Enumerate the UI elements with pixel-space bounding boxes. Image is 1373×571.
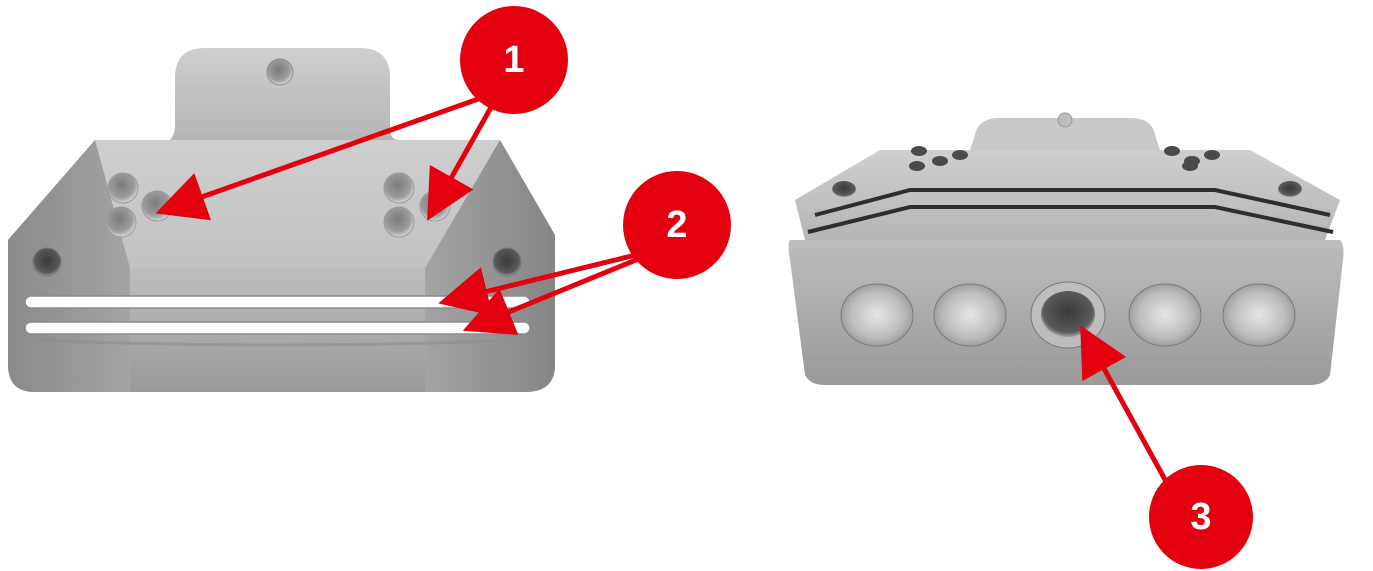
left-part-slot-shadow: [29, 338, 526, 347]
callout-number-2: 2: [666, 204, 687, 246]
callout-number-1: 1: [503, 39, 524, 81]
arrow-1b: [427, 93, 501, 221]
callout-arrows: [155, 89, 1171, 487]
arrow-1a: [155, 89, 499, 221]
callout-badge-1: 1: [460, 6, 568, 114]
right-part-groove-lower: [807, 205, 1334, 234]
right-part-top-surface: [795, 150, 1340, 240]
callout-number-3: 3: [1190, 496, 1211, 538]
right-part-groove-upper: [814, 188, 1331, 217]
arrow-2b: [462, 252, 649, 335]
left-part-top-tab: [170, 48, 400, 140]
right-part-front-ports: [840, 281, 1296, 349]
left-part-slot-lower: [24, 321, 531, 335]
callout-badge-3: 3: [1149, 465, 1253, 569]
callout-badge-2: 2: [623, 171, 731, 279]
right-part-side-hole-right: [1278, 181, 1302, 197]
arrow-3: [1080, 325, 1171, 487]
right-part-tab-pin: [1057, 112, 1073, 128]
port-5: [1222, 283, 1296, 347]
left-part-side-hole-left: [32, 247, 62, 277]
right-part-hole-cluster-right: [1164, 146, 1220, 171]
left-part-tab-hole: [266, 58, 294, 86]
port-2: [933, 283, 1007, 347]
port-1: [840, 283, 914, 347]
right-part-top-tab: [970, 118, 1160, 150]
right-part-hole-cluster-left: [909, 146, 968, 171]
right-part-perspective-view: [788, 112, 1344, 385]
port-4: [1128, 283, 1202, 347]
left-part-side-hole-right: [492, 247, 522, 277]
left-part-front-view: [8, 48, 555, 392]
port-3-inner: [1041, 291, 1095, 337]
right-part-side-hole-left: [832, 181, 856, 197]
